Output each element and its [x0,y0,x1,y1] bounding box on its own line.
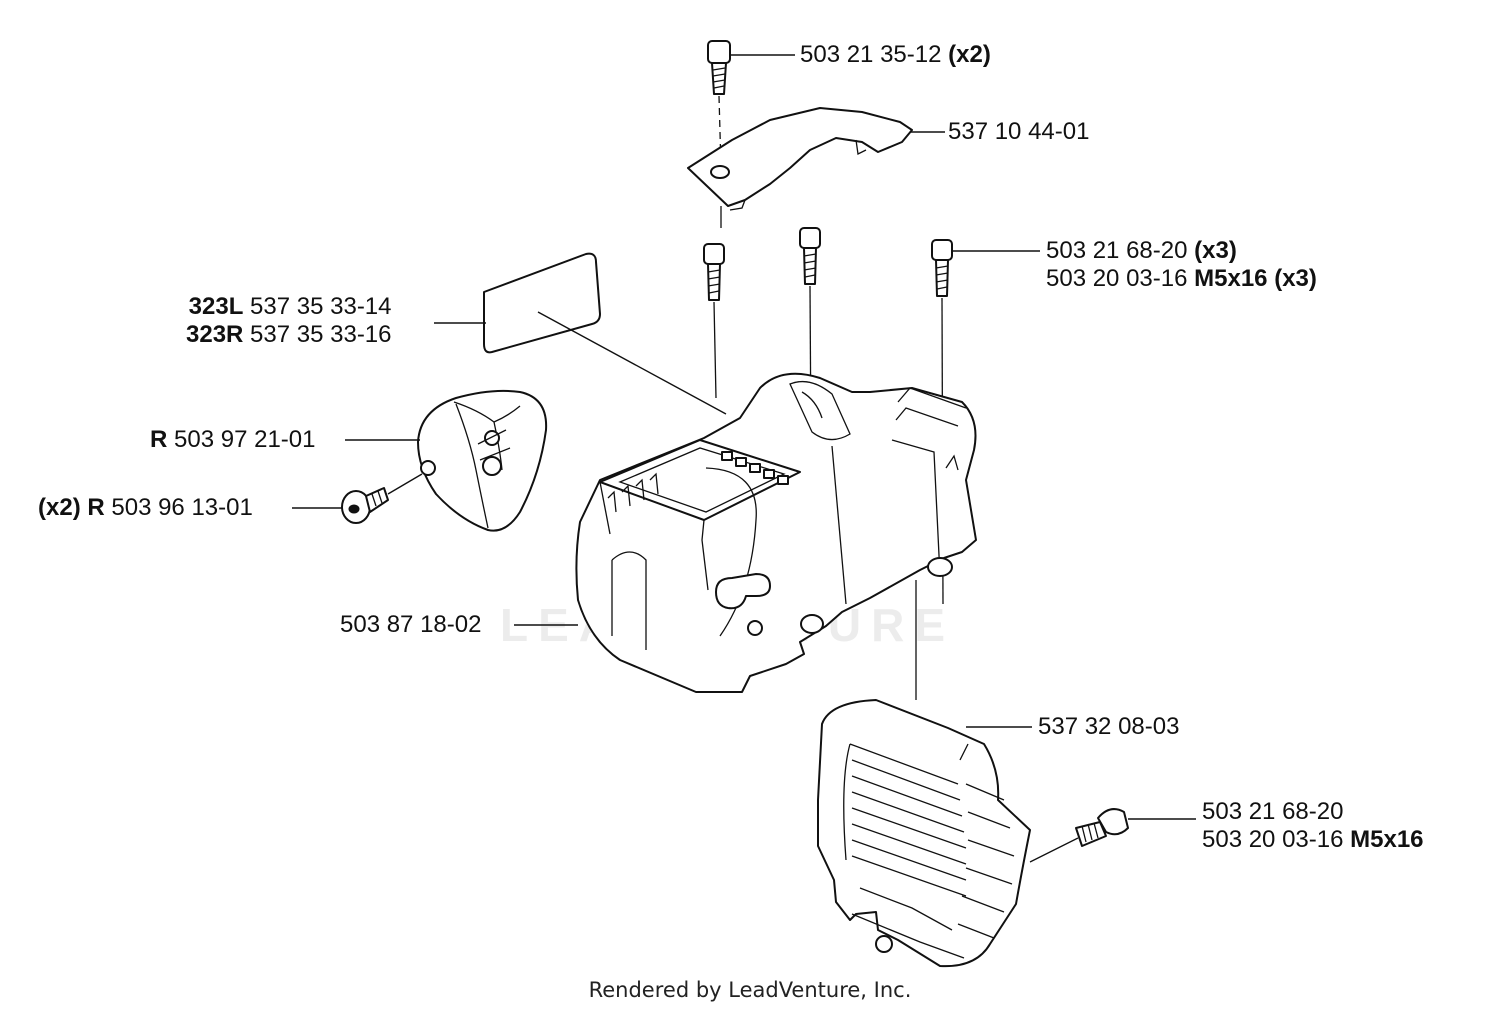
part-number: 503 21 68-20 [1046,237,1188,264]
cup-screw-part[interactable] [341,487,389,524]
axis-cup-screw [387,473,423,495]
part-number: 503 21 68-20 [1202,798,1344,825]
screw-top-part[interactable] [707,40,731,95]
part-number: 503 20 03-16 [1046,265,1188,292]
label-screws-three[interactable]: 503 21 68-20 (x3) 503 20 03-16 M5x16 (x3… [1046,237,1317,293]
quantity: (x2) [38,494,81,521]
label-cup[interactable]: R 503 97 21-01 [150,426,315,454]
quantity: (x3) [1194,237,1237,264]
screw-left-part[interactable] [703,243,725,301]
label-decal[interactable]: 323L 537 35 33-14 323R 537 35 33-16 [186,293,392,349]
part-number: 537 35 33-16 [250,321,392,348]
guard-part[interactable] [817,699,1031,968]
axis-screw-left [713,301,717,399]
label-cup-screw[interactable]: (x2) R 503 96 13-01 [38,494,253,522]
model: 323L [188,293,244,320]
footer-credit: Rendered by LeadVenture, Inc. [588,978,912,1002]
screw-middle-part[interactable] [799,227,821,285]
leader-decal-to-cover [537,311,727,415]
screw-side-part[interactable] [1075,808,1129,847]
part-number: 537 10 44-01 [948,118,1090,145]
label-screw-side[interactable]: 503 21 68-20 503 20 03-16 M5x16 [1202,798,1424,854]
label-guard[interactable]: 537 32 08-03 [1038,713,1179,741]
part-number: 503 96 13-01 [111,494,253,521]
label-cover[interactable]: 503 87 18-02 [340,611,481,639]
part-number: 503 87 18-02 [340,611,482,638]
label-screw-top[interactable]: 503 21 35-12 (x2) [800,41,991,69]
quantity: (x3) [1274,265,1317,292]
quantity: (x2) [948,41,991,68]
spec: M5x16 [1194,265,1268,292]
spec: M5x16 [1350,826,1424,853]
screw-right-part[interactable] [931,239,953,297]
label-bracket[interactable]: 537 10 44-01 [948,118,1089,146]
prefix: R [87,494,105,521]
part-number: 537 32 08-03 [1038,713,1180,740]
part-number: 537 35 33-14 [250,293,392,320]
cup-part[interactable] [417,389,548,532]
axis-screw-side [1029,837,1079,863]
bracket-part[interactable] [687,107,913,211]
cover-part[interactable] [575,372,977,693]
model: 323R [186,321,244,348]
part-number: 503 97 21-01 [174,426,316,453]
part-number: 503 21 35-12 [800,41,942,68]
part-number: 503 20 03-16 [1202,826,1344,853]
decal-part[interactable] [483,252,601,354]
prefix: R [150,426,168,453]
